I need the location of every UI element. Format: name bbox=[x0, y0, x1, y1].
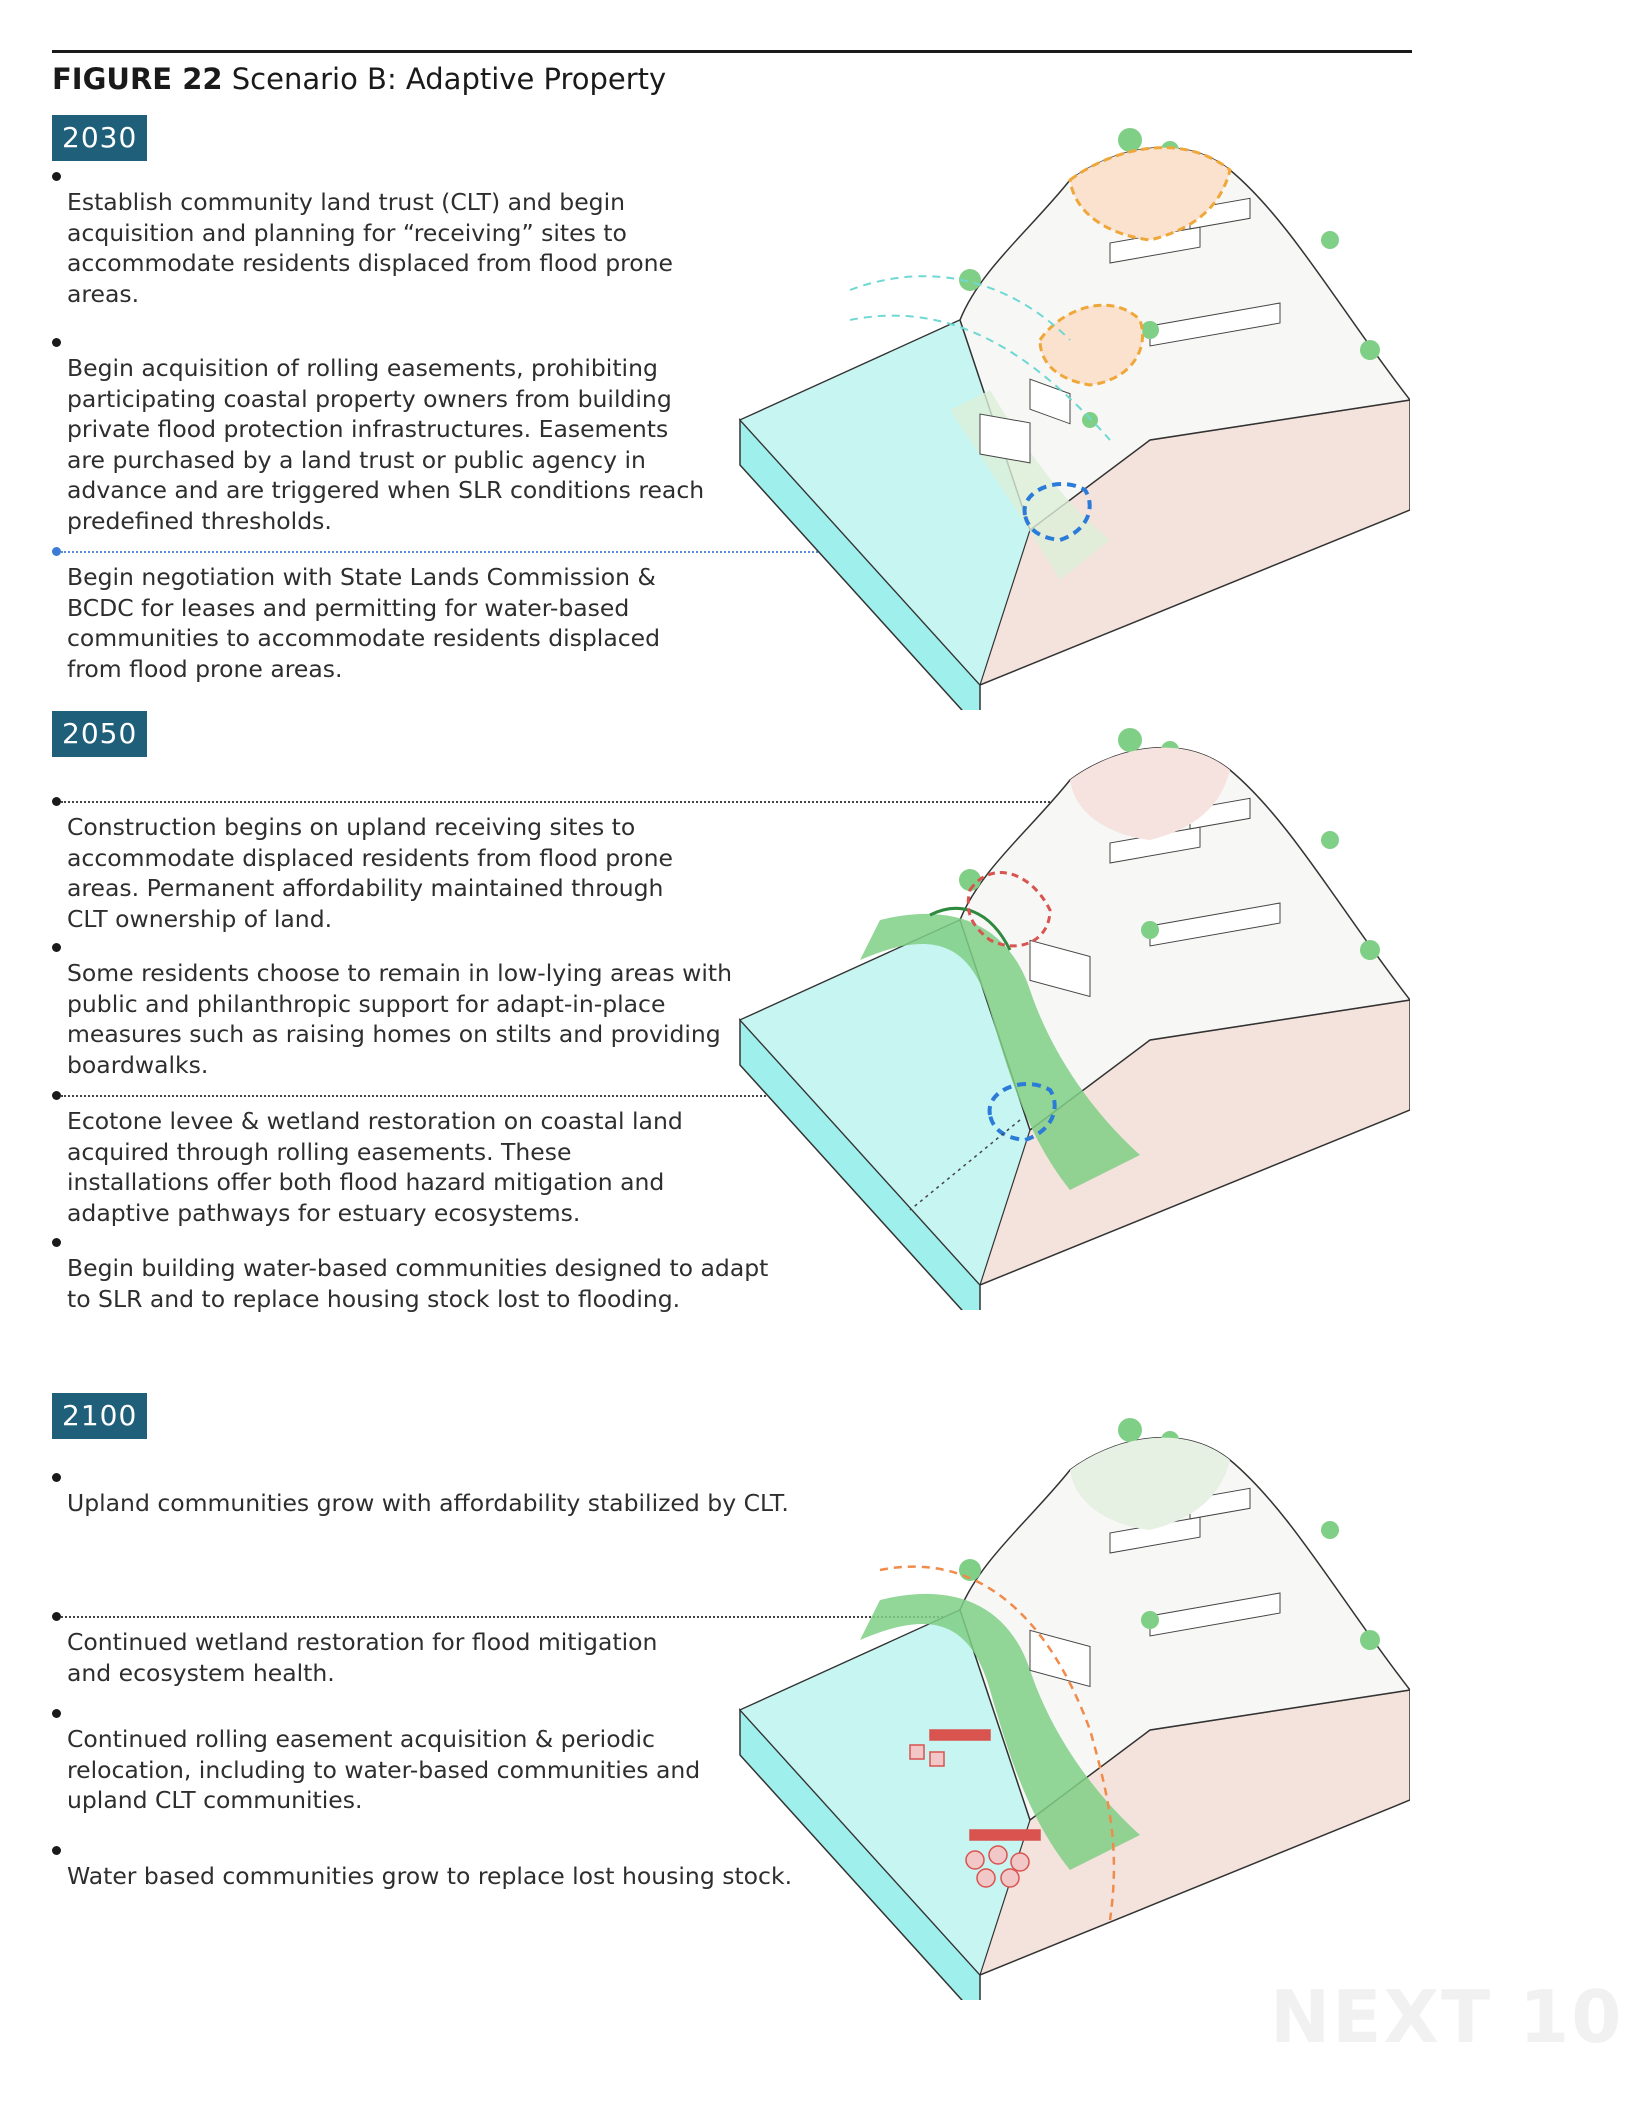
next10-watermark: NEXT 10 bbox=[1270, 1975, 1624, 2059]
upland-clt-community bbox=[1070, 1437, 1230, 1530]
top-rule bbox=[52, 50, 1412, 53]
leader-line bbox=[61, 551, 1041, 553]
item-text: Begin acquisition of rolling easements, … bbox=[67, 354, 705, 535]
rolling-easement-line bbox=[879, 1565, 1116, 1921]
bullet-dot bbox=[52, 1238, 61, 1247]
bullet-dot bbox=[52, 547, 61, 556]
item-text: Some residents choose to remain in low-l… bbox=[67, 959, 732, 1079]
bullet-dot bbox=[52, 172, 61, 181]
figure-label: FIGURE 22 bbox=[52, 62, 223, 96]
isometric-diagram-2030 bbox=[738, 128, 1410, 710]
year-badge-2100: 2100 bbox=[52, 1393, 148, 1439]
ecotone-levee bbox=[860, 913, 1140, 1190]
year-badge-2030: 2030 bbox=[52, 115, 148, 161]
wetland-restoration bbox=[860, 1593, 1140, 1870]
leader-line bbox=[909, 1119, 1021, 1211]
item-text: Ecotone levee & wetland restoration on c… bbox=[67, 1107, 683, 1227]
item-text: Begin building water-based communities d… bbox=[67, 1254, 769, 1313]
flood-line bbox=[849, 314, 1111, 441]
bullet-dot bbox=[52, 1091, 61, 1100]
bullet-dot bbox=[52, 1612, 61, 1621]
adapt-in-place-zone bbox=[966, 871, 1052, 948]
bullet-dot bbox=[52, 1473, 61, 1482]
bullet-dot bbox=[52, 338, 61, 347]
item-text: Water based communities grow to replace … bbox=[67, 1862, 793, 1890]
isometric-diagram-2050 bbox=[738, 728, 1410, 1310]
item-text: Continued rolling easement acquisition &… bbox=[67, 1725, 701, 1814]
item-text: Continued wetland restoration for flood … bbox=[67, 1628, 658, 1687]
item-text: Begin negotiation with State Lands Commi… bbox=[67, 563, 661, 683]
leader-line bbox=[61, 1616, 951, 1618]
isometric-diagram-2100 bbox=[738, 1418, 1410, 2000]
bullet-dot bbox=[52, 943, 61, 952]
item-text: Establish community land trust (CLT) and… bbox=[67, 188, 674, 308]
receiving-site-south bbox=[1038, 303, 1145, 387]
item-text: Construction begins on upland receiving … bbox=[67, 813, 674, 933]
water-community-site bbox=[1022, 482, 1092, 543]
flood-line bbox=[849, 275, 1071, 341]
bullet-dot bbox=[52, 1846, 61, 1855]
figure-title: FIGURE 22 Scenario B: Adaptive Property bbox=[52, 62, 666, 96]
item-text: Upland communities grow with affordabili… bbox=[67, 1489, 789, 1517]
leader-line bbox=[61, 801, 1161, 803]
water-based-community bbox=[909, 1729, 1041, 1888]
bullet-dot bbox=[52, 797, 61, 806]
upland-receiving-site bbox=[1070, 747, 1230, 840]
leader-line bbox=[61, 1095, 1101, 1097]
levee-edge bbox=[929, 906, 1012, 951]
receiving-site-north bbox=[1068, 146, 1232, 242]
year-badge-2050: 2050 bbox=[52, 711, 148, 757]
bullet-dot bbox=[52, 1709, 61, 1718]
figure-title-text: Scenario B: Adaptive Property bbox=[231, 62, 667, 96]
